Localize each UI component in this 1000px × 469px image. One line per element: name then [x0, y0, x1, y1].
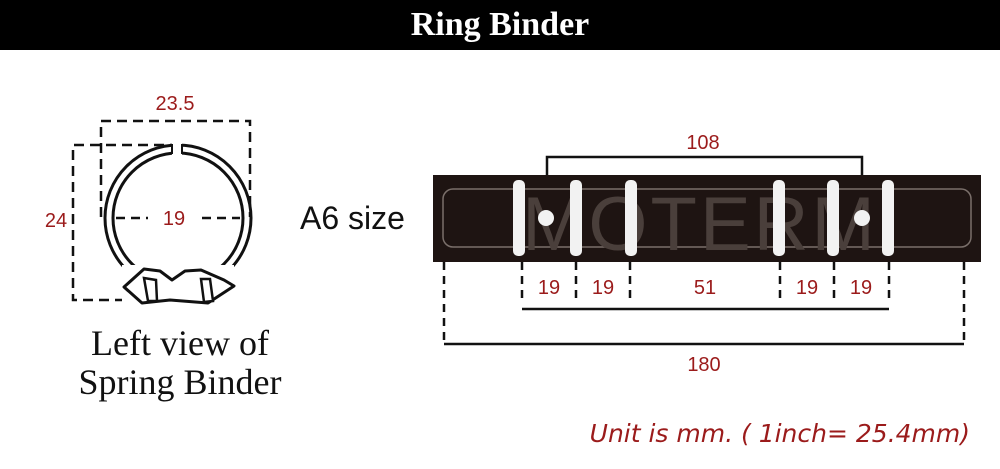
clip-right-tab [199, 277, 215, 304]
total-length-label: 180 [687, 354, 720, 376]
top-view-drawing: 108 MOTERM 19 19 51 19 19 [433, 132, 981, 376]
ring-diameter-label: 19 [163, 208, 185, 230]
unit-note: Unit is mm. ( 1inch= 25.4mm) [589, 419, 970, 448]
size-label: A6 size [300, 200, 405, 236]
width-dimension-frame [99, 119, 252, 217]
segment-3-label: 51 [694, 277, 716, 299]
ring-slot-3 [625, 180, 637, 256]
segment-5-label: 19 [850, 277, 872, 299]
ring-slot-4 [773, 180, 785, 256]
top-span-bracket [545, 155, 864, 176]
left-view-caption-line2: Spring Binder [78, 362, 282, 402]
ring-slot-1 [513, 180, 525, 256]
ring-slot-2 [570, 180, 582, 256]
binder-strip-outline [442, 188, 972, 248]
top-span-label: 108 [686, 132, 719, 154]
left-view-drawing: 19 23.5 24 [45, 93, 253, 305]
ring-slot-6 [882, 180, 894, 256]
mounting-hole-left [538, 210, 554, 226]
segment-4-label: 19 [796, 277, 818, 299]
width-dimension-label: 23.5 [156, 93, 195, 115]
mounting-hole-right [854, 210, 870, 226]
segment-extension-lines [520, 262, 891, 302]
height-dimension-label: 24 [45, 210, 67, 232]
header-bar: Ring Binder [0, 0, 1000, 50]
page-title: Ring Binder [410, 6, 590, 43]
left-view-caption-line1: Left view of [91, 323, 269, 363]
ring-top-gap [172, 141, 182, 155]
segment-1-label: 19 [538, 277, 560, 299]
segment-2-label: 19 [592, 277, 614, 299]
clip-left-tab [142, 276, 159, 303]
height-dimension-frame [71, 143, 180, 302]
ring-slot-5 [827, 180, 839, 256]
